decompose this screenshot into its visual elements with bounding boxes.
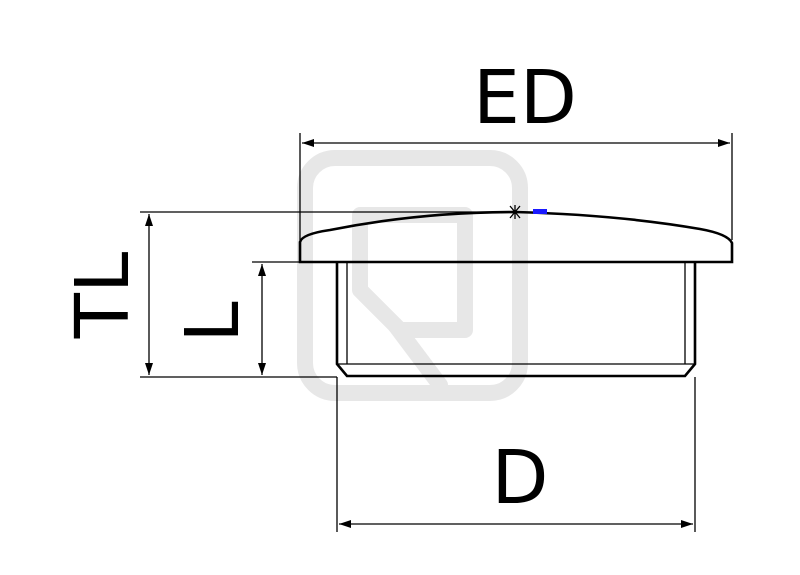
dimension-label-ed: ED <box>473 55 577 141</box>
dimension-tl <box>140 211 512 378</box>
dimension-label-l: L <box>170 301 256 342</box>
dimension-ed <box>299 133 733 240</box>
center-mark <box>508 205 547 219</box>
dimension-label-tl: TL <box>60 252 146 339</box>
dimension-d <box>336 377 696 532</box>
dimension-l <box>252 261 300 375</box>
dimension-label-d: D <box>492 435 549 521</box>
cap-body <box>335 262 697 378</box>
